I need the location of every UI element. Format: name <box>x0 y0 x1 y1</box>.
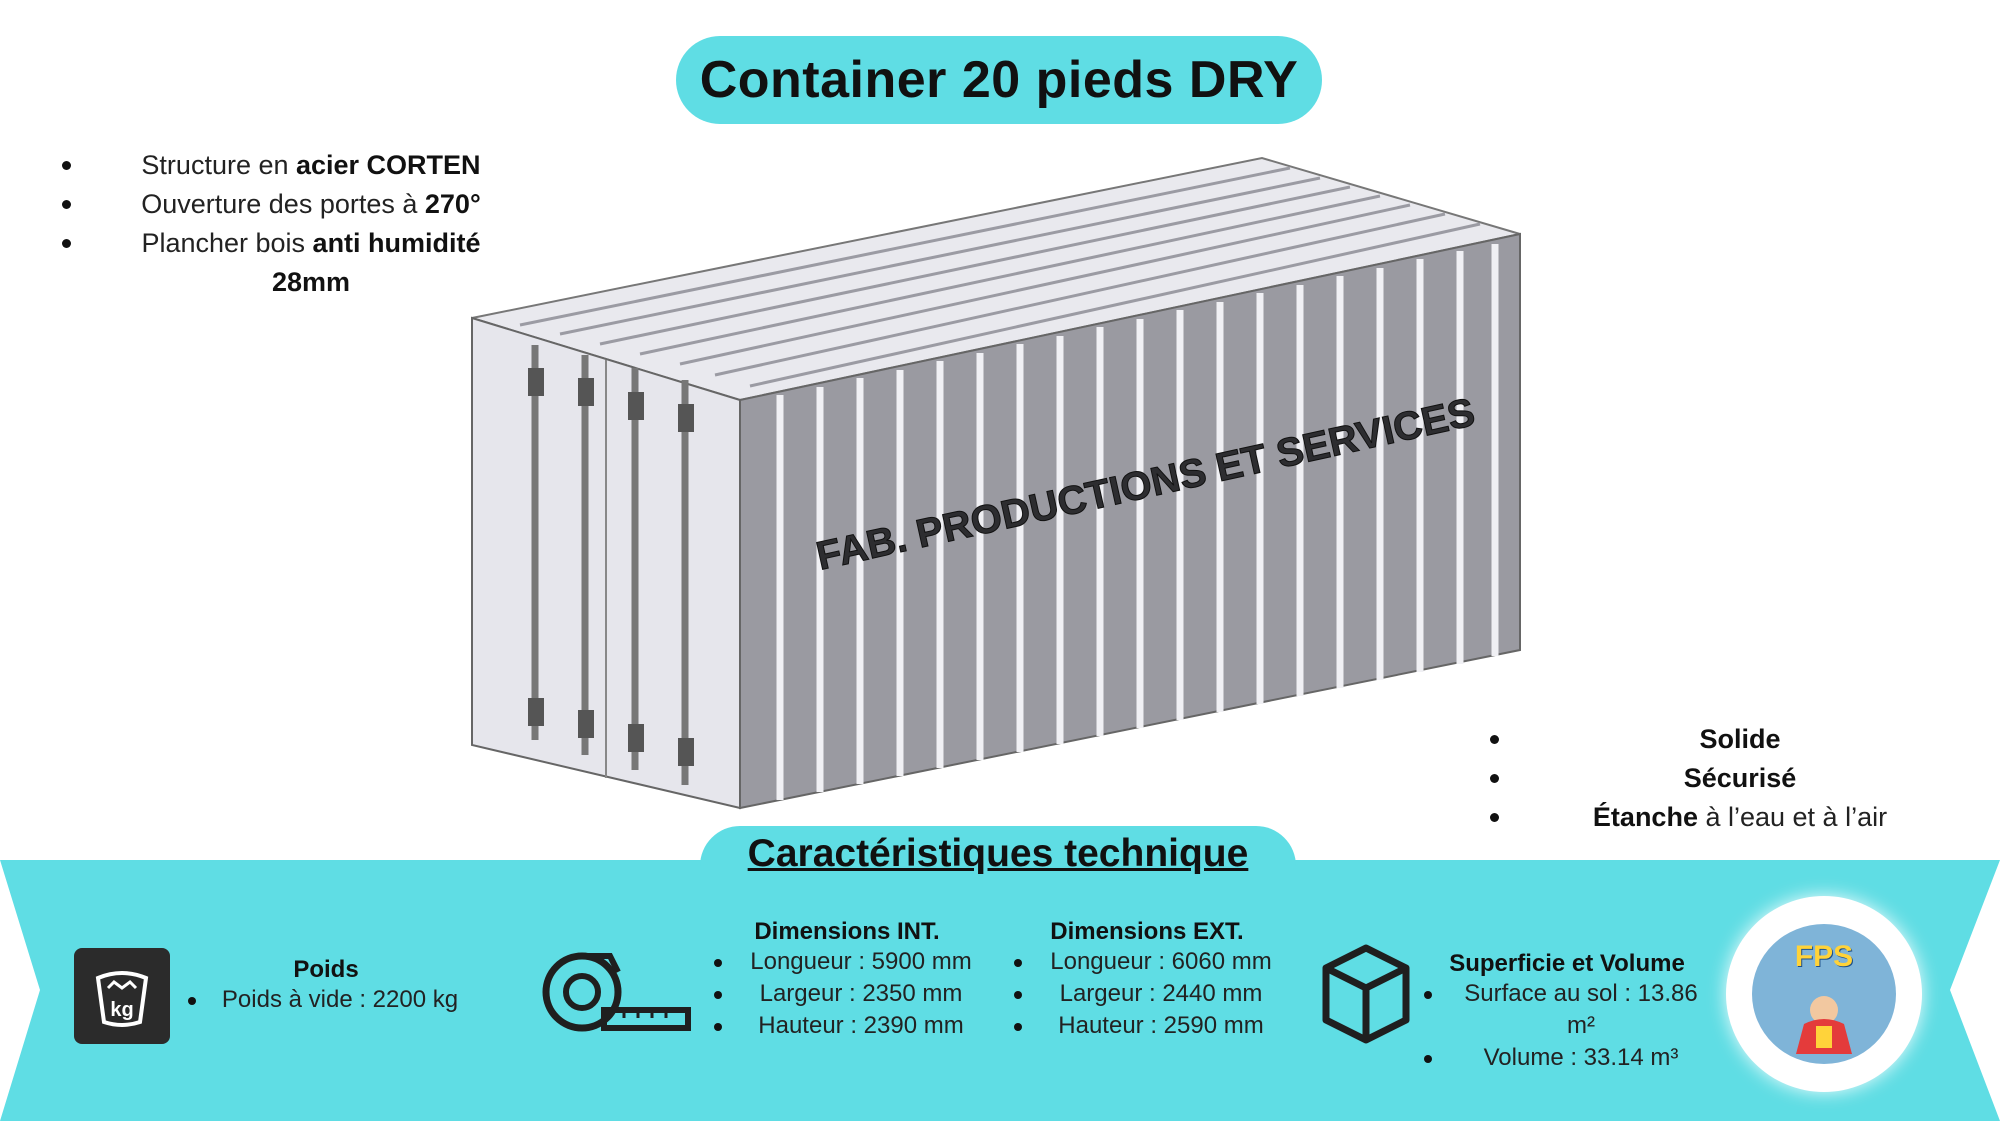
container-illustration: FAB. PRODUCTIONS ET SERVICES <box>471 156 1521 810</box>
weight-header: Poids <box>293 956 359 983</box>
page-title: Container 20 pieds DRY <box>699 51 1299 109</box>
surface-block: Superficie et Volume Surface au sol : 13… <box>1422 950 1712 1074</box>
feature-item-continuation: 28mm <box>271 267 351 297</box>
weight-item: Poids à vide : 2200 kg <box>186 984 466 1016</box>
fps-logo-badge: FPS <box>1752 924 1896 1064</box>
weight-kg-icon: kg <box>74 948 170 1044</box>
dims-int-item: Hauteur : 2390 mm <box>712 1010 982 1042</box>
section-title-tab <box>700 826 1296 916</box>
svg-text:kg: kg <box>110 999 133 1021</box>
door-handles <box>528 368 694 766</box>
section-title: Caractéristiques technique <box>747 832 1249 875</box>
cube-icon <box>1318 942 1414 1046</box>
roof-corrugation <box>519 166 1481 388</box>
title-banner: Container 20 pieds DRY <box>676 36 1322 124</box>
feature-item: Structure en acier CORTEN <box>56 146 506 185</box>
door-lock-bars <box>531 345 689 785</box>
fps-logo-text: FPS <box>1794 940 1854 973</box>
feature-item: Solide <box>1480 720 1940 759</box>
fps-logo: FPS <box>1726 896 1922 1092</box>
weight-block: Poids Poids à vide : 2200 kg <box>186 956 466 1016</box>
tape-measure-icon <box>540 948 692 1038</box>
side-corrugation <box>776 244 1499 800</box>
dims-ext-item: Longueur : 6060 mm <box>1012 946 1282 978</box>
dims-ext-item: Hauteur : 2590 mm <box>1012 1010 1282 1042</box>
feature-item: Étanche à l’eau et à l’air <box>1480 798 1940 837</box>
dims-ext-header: Dimensions EXT. <box>1050 918 1244 945</box>
dims-int-item: Longueur : 5900 mm <box>712 946 982 978</box>
feature-item: Plancher bois anti humidité <box>56 224 506 263</box>
dims-ext-block: Dimensions EXT. Longueur : 6060 mm Large… <box>1012 918 1282 1042</box>
surface-item: Volume : 33.14 m³ <box>1422 1042 1712 1074</box>
dims-int-item: Largeur : 2350 mm <box>712 978 982 1010</box>
dims-int-block: Dimensions INT. Longueur : 5900 mm Large… <box>712 918 982 1042</box>
dims-int-header: Dimensions INT. <box>754 918 940 945</box>
feature-item: Sécurisé <box>1480 759 1940 798</box>
specs-banner <box>0 860 2000 1121</box>
left-feature-list: Structure en acier CORTEN Ouverture des … <box>56 146 506 302</box>
surface-header: Superficie et Volume <box>1449 950 1685 977</box>
dims-ext-item: Largeur : 2440 mm <box>1012 978 1282 1010</box>
feature-item: Ouverture des portes à 270° <box>56 185 506 224</box>
surface-item: Surface au sol : 13.86 m² <box>1422 978 1712 1042</box>
right-feature-list: Solide Sécurisé Étanche à l’eau et à l’a… <box>1480 720 1940 837</box>
